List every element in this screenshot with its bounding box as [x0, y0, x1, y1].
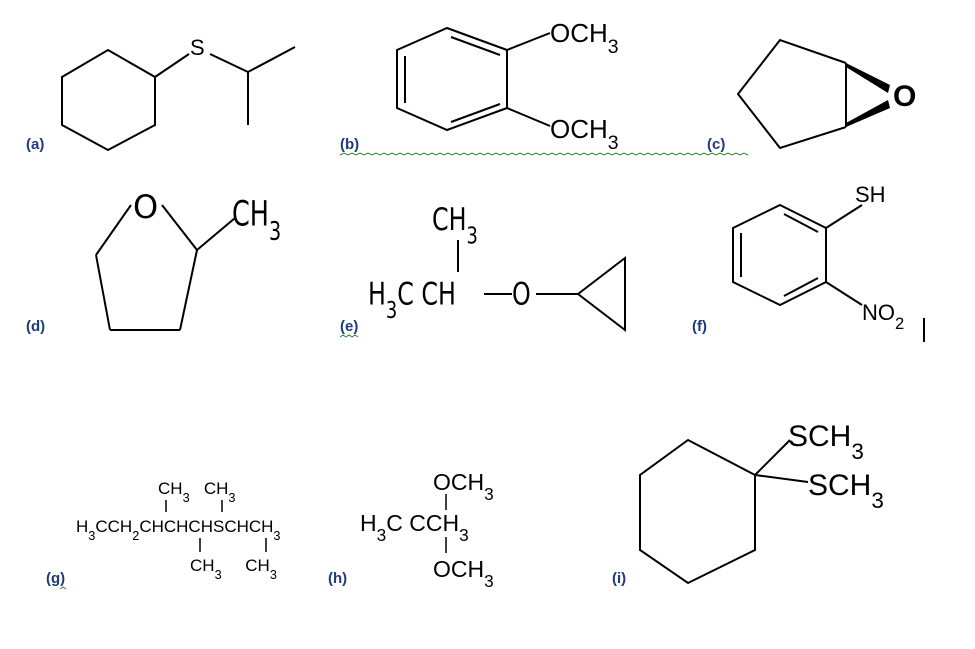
aromatic-double-f3	[783, 277, 819, 297]
molecule-d: O CH3	[95, 188, 281, 331]
methoxy-bottom: OCH3	[550, 114, 619, 154]
bond-c3-c2	[179, 249, 198, 331]
molecule-e: CH3 H3C CH O	[368, 202, 626, 333]
spellcheck-underline-g	[59, 586, 67, 590]
central-carbon-h: H3C CCH3	[360, 510, 469, 545]
bond-ring-no2	[825, 281, 863, 306]
aromatic-double-3	[450, 103, 501, 123]
bond-o-c5	[95, 204, 132, 256]
bond-c5-c4	[95, 254, 111, 331]
isopropyl-ch-e: H3C CH	[368, 277, 456, 324]
benzene-ring-b	[396, 26, 508, 132]
label-h: (h)	[328, 570, 347, 587]
methyls-top-g: CH3 CH3	[158, 479, 235, 505]
aromatic-double-f2	[783, 213, 819, 233]
label-f: (f)	[692, 318, 707, 335]
bond-s-ch	[209, 53, 249, 73]
cyclopentane-ring-c	[736, 38, 847, 150]
wedge-bond-bottom	[846, 100, 890, 127]
molecule-i: SCH3 SCH3	[639, 420, 884, 585]
molecule-a: S	[61, 35, 296, 152]
label-i: (i)	[612, 570, 626, 587]
cyclohexane-ring-a	[61, 48, 156, 152]
label-e: (e)	[340, 318, 358, 335]
molecule-c: O	[736, 38, 916, 150]
methoxy-top: OCH3	[550, 18, 619, 58]
methyls-bottom-g: CH3 CH3	[190, 556, 277, 582]
methyl-d: CH3	[232, 195, 281, 247]
methyl-top-e: CH3	[432, 202, 478, 249]
bond-ring-sh	[825, 204, 863, 229]
methoxy-top-h: OCH3	[433, 469, 494, 504]
label-g: (g)	[46, 570, 65, 587]
methoxy-bottom-h: OCH3	[433, 556, 494, 591]
aromatic-double-2	[450, 36, 501, 56]
benzene-ring-f	[732, 203, 827, 307]
bond-ring-o-top	[506, 32, 551, 51]
bond-c-sch3-top	[754, 439, 791, 476]
molecule-b: OCH3 OCH3	[396, 18, 619, 154]
bond-c-sch3-bottom	[754, 474, 809, 483]
wedge-bond-top	[846, 63, 890, 93]
methylthio-top: SCH3	[788, 420, 864, 464]
cyclopropane-ring	[576, 255, 626, 333]
nitro-group: NO2	[862, 300, 904, 333]
spellcheck-underline-e	[339, 334, 359, 338]
bond-c2-methyl	[196, 217, 236, 251]
molecule-h: OCH3 H3C CCH3 OCH3	[360, 469, 494, 591]
ether-oxygen-e: O	[512, 277, 531, 313]
bond-o-c2	[161, 204, 198, 251]
methylthio-bottom: SCH3	[808, 469, 884, 513]
bond-ch-methyl-1	[247, 46, 296, 73]
main-chain-g: H3CCH2CHCHCHSCHCH3	[76, 517, 281, 543]
label-b: (b)	[340, 136, 359, 153]
epoxide-oxygen: O	[893, 80, 916, 113]
sulfur-atom-a: S	[190, 35, 205, 60]
label-a: (a)	[26, 136, 44, 153]
molecule-g: CH3 CH3 H3CCH2CHCHCHSCHCH3 CH3 CH3	[76, 479, 281, 582]
ring-oxygen-d: O	[133, 188, 158, 226]
thiol-group: SH	[855, 182, 886, 207]
label-c: (c)	[707, 136, 725, 153]
bond-ring-s	[154, 53, 190, 78]
label-d: (d)	[26, 318, 45, 335]
bond-ring-o-bottom	[506, 107, 551, 127]
molecule-f: SH NO2	[732, 182, 925, 342]
cyclohexane-ring-i	[639, 438, 756, 585]
spellcheck-underline	[339, 152, 749, 156]
